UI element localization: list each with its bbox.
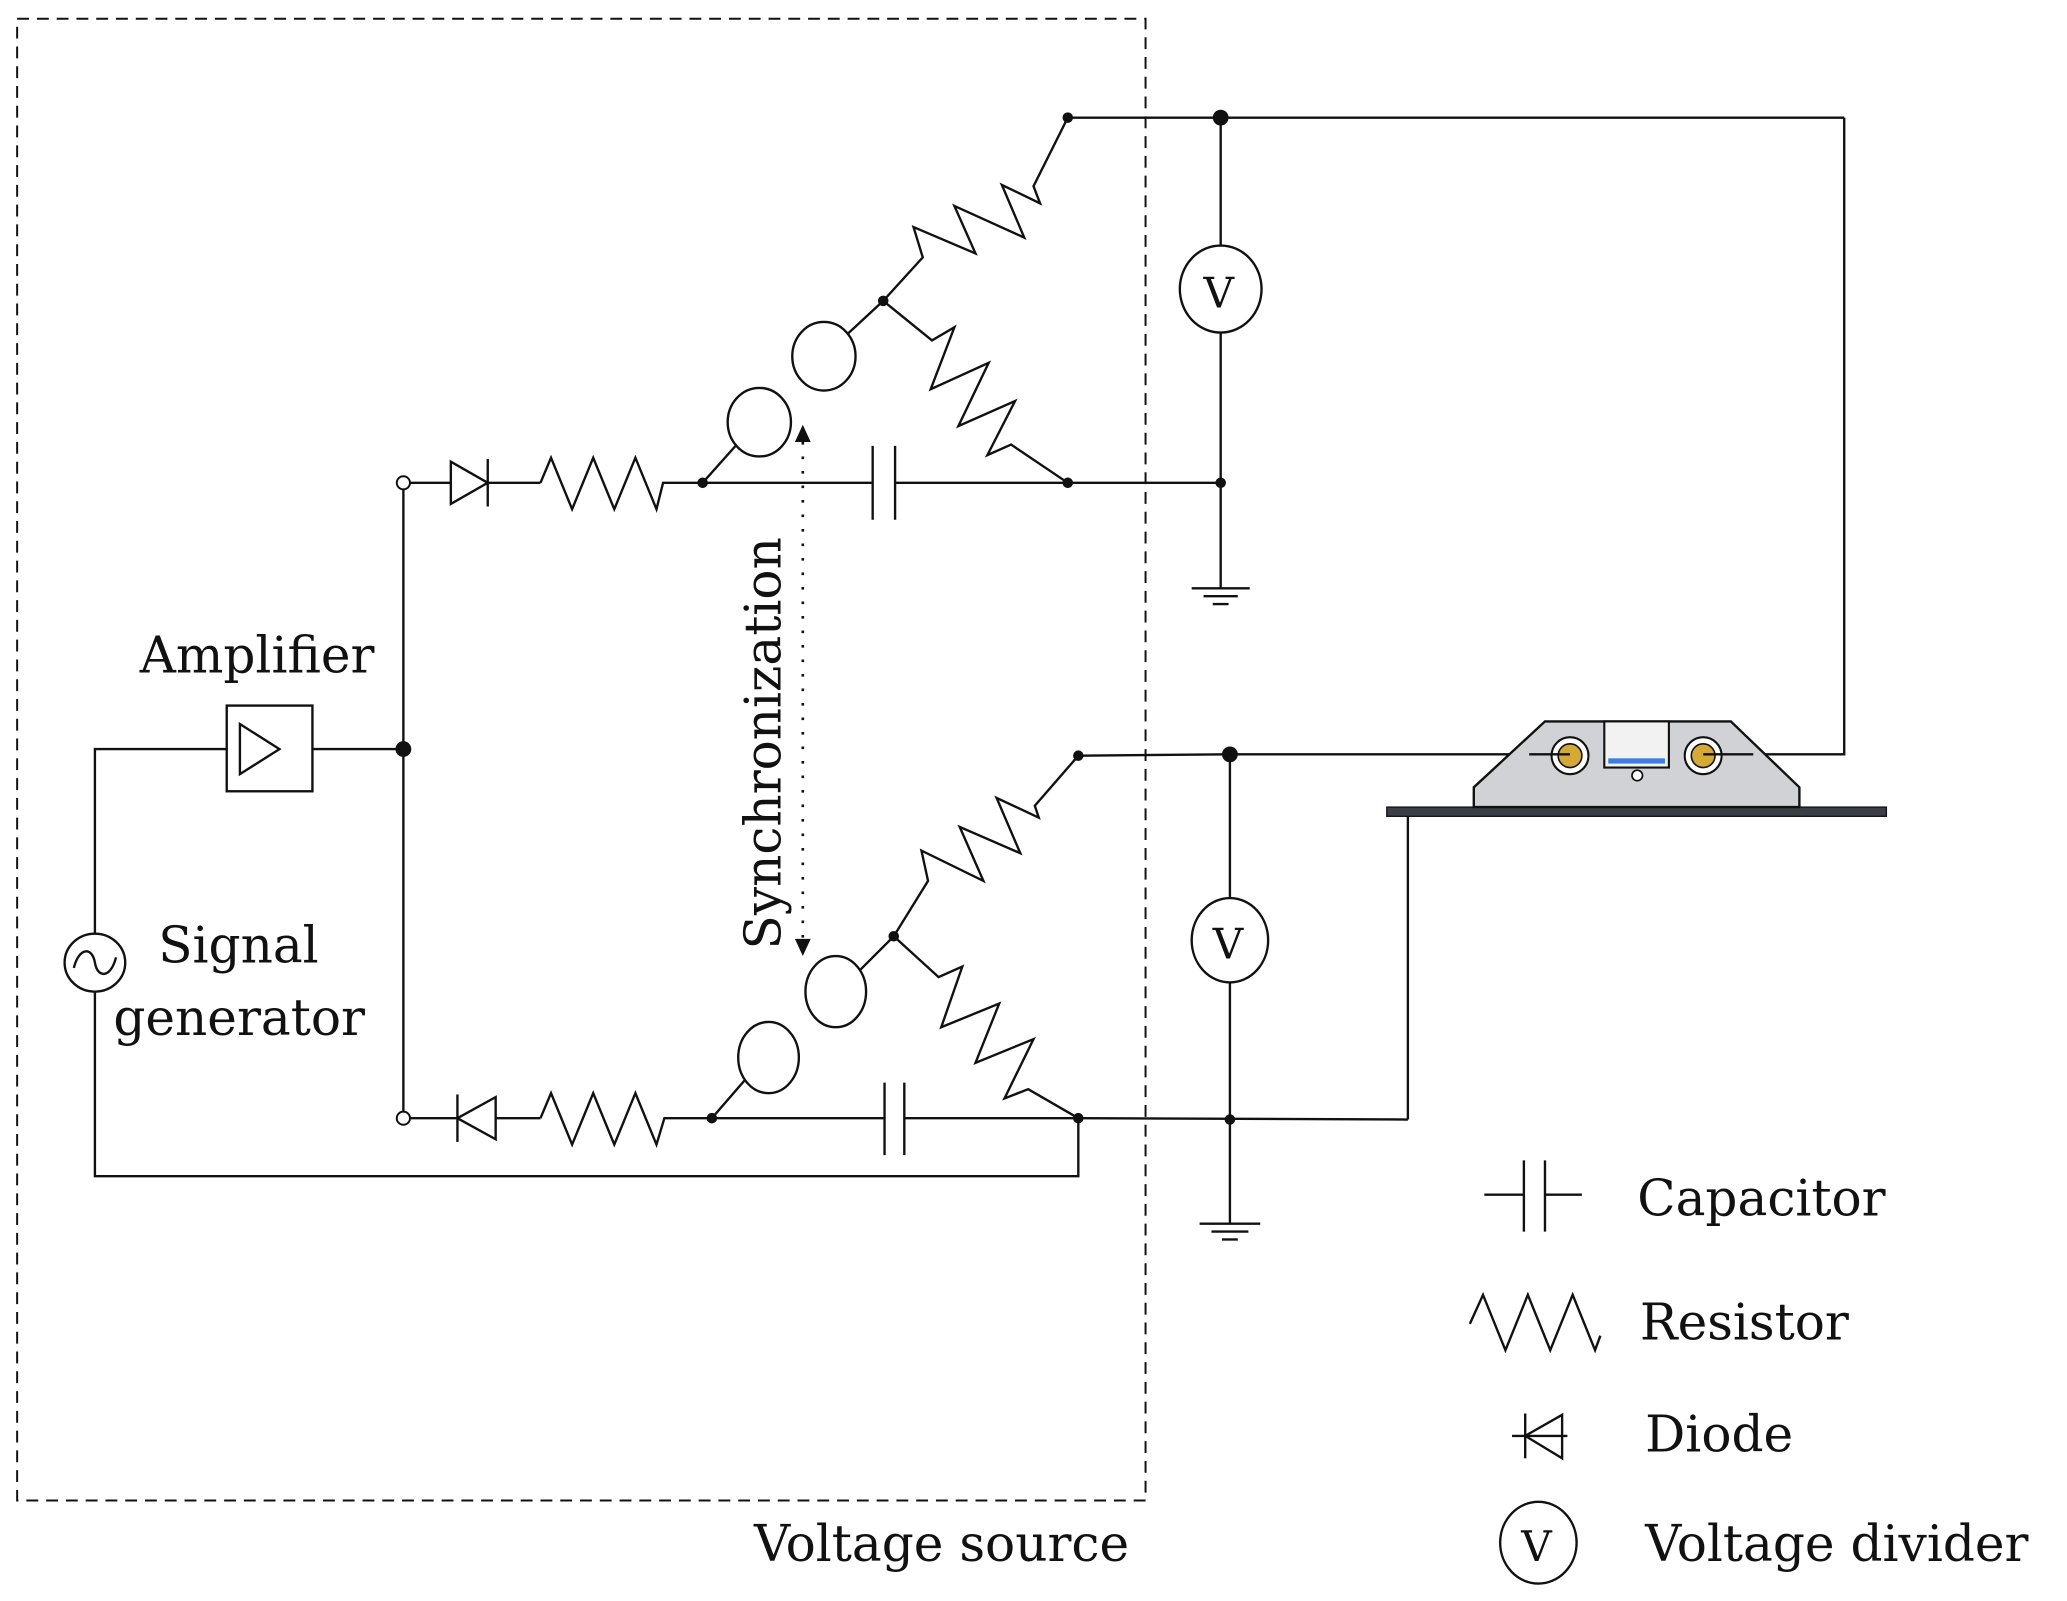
sensor-strip (1608, 758, 1665, 764)
legend-label: Voltage divider (1644, 1515, 2028, 1573)
signal-generator-label-line1: Signal (158, 917, 319, 975)
capacitor-icon (1484, 1160, 1582, 1232)
ground-icon (1199, 1222, 1261, 1241)
legend-item-diode: Diode (1512, 1406, 1793, 1464)
synchronization-arrow (794, 424, 811, 957)
legend-label: Capacitor (1637, 1170, 1885, 1228)
upper-branch: V (395, 109, 1846, 756)
electrode-left (1557, 743, 1583, 769)
resistor-icon (882, 299, 1069, 484)
legend-label: Diode (1645, 1406, 1793, 1464)
voltmeter-label: V (1203, 268, 1236, 317)
legend: Capacitor Resistor Diode V Voltage divid… (1468, 1160, 2029, 1585)
voltage-divider-icon (1498, 1500, 1578, 1585)
resistor-icon (892, 935, 1079, 1120)
legend-item-resistor: Resistor (1468, 1291, 1849, 1354)
spark-gap-electrode (804, 954, 868, 1029)
amplifier-icon (238, 721, 282, 777)
spark-gap-electrode (726, 386, 793, 458)
spark-gap-electrode (791, 320, 857, 392)
synchronization-label: Synchronization (734, 537, 792, 949)
ground-icon (1191, 587, 1250, 606)
signal-generator (63, 747, 1080, 1178)
diode-icon (1512, 1412, 1568, 1461)
resistor-icon (882, 117, 1069, 302)
resistor-icon (539, 1090, 712, 1149)
voltmeter-label: V (1212, 920, 1245, 969)
voltage-divider-glyph: V (1520, 1522, 1553, 1571)
diode-icon (449, 459, 491, 506)
legend-label: Resistor (1640, 1294, 1849, 1352)
lower-branch: V (395, 746, 1565, 1241)
spark-gap-electrode (737, 1020, 801, 1095)
vent-hole (1631, 769, 1644, 782)
resistor-icon (539, 454, 703, 513)
amplifier-label: Amplifier (139, 627, 375, 685)
amplifier (225, 704, 404, 793)
legend-item-voltage-divider: V Voltage divider (1498, 1500, 2029, 1585)
resistor-icon (892, 754, 1080, 937)
signal-generator-label-line2: generator (113, 989, 365, 1047)
base-plate (1386, 806, 1888, 817)
voltage-source-label: Voltage source (753, 1515, 1129, 1573)
electrode-right (1690, 743, 1716, 769)
resistor-icon (1468, 1291, 1602, 1354)
legend-item-capacitor: Capacitor (1484, 1160, 1886, 1232)
voltage-source-boundary (16, 17, 1147, 1502)
test-device (1386, 720, 1888, 817)
